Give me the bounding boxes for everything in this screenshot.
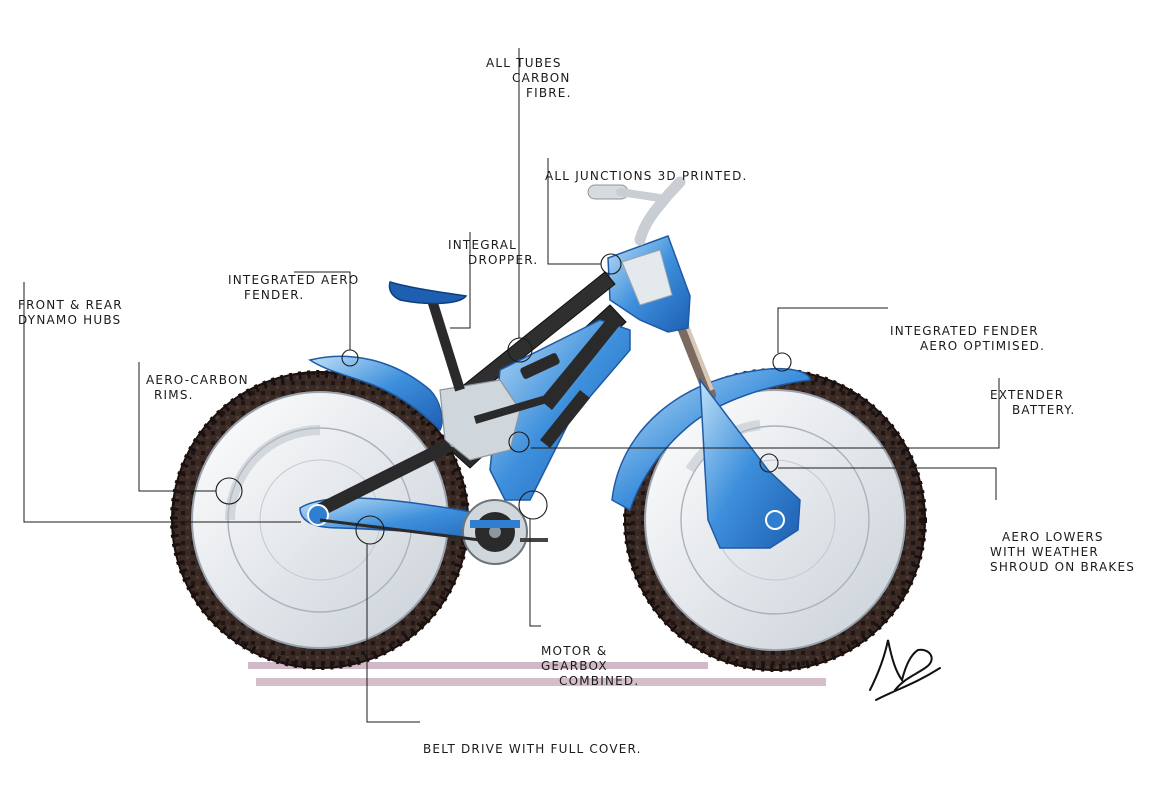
signature [869, 639, 941, 701]
leader-lines [23, 48, 1000, 723]
label-hubs: Front & RearDynamo Hubs [18, 298, 123, 327]
label-lowers: Aero lowerswith weathershroud on brakes [990, 530, 1136, 574]
label-motor: Motor &Gearboxcombined. [541, 644, 640, 688]
label-belt: Belt drive with full cover. [423, 742, 642, 756]
rear-fender [308, 355, 443, 432]
label-rear-fender: Integrated AeroFender. [228, 273, 360, 302]
label-front-fender: Integrated Fenderaero optimised. [890, 324, 1046, 353]
label-tubes: All tubescarbonfibre. [486, 56, 572, 100]
saddle [388, 281, 468, 305]
label-battery: ExtenderBattery. [990, 388, 1076, 417]
label-rims: Aero-carbonRims. [146, 373, 249, 402]
seat-post [427, 298, 465, 392]
motor-gearbox [462, 499, 548, 565]
label-dropper: IntegralDropper. [448, 238, 539, 267]
label-junctions: All junctions 3D Printed. [545, 169, 748, 183]
front-fork [674, 314, 801, 549]
belt-drive [319, 518, 481, 542]
handlebar [587, 176, 686, 246]
ground-shadow [248, 662, 826, 686]
